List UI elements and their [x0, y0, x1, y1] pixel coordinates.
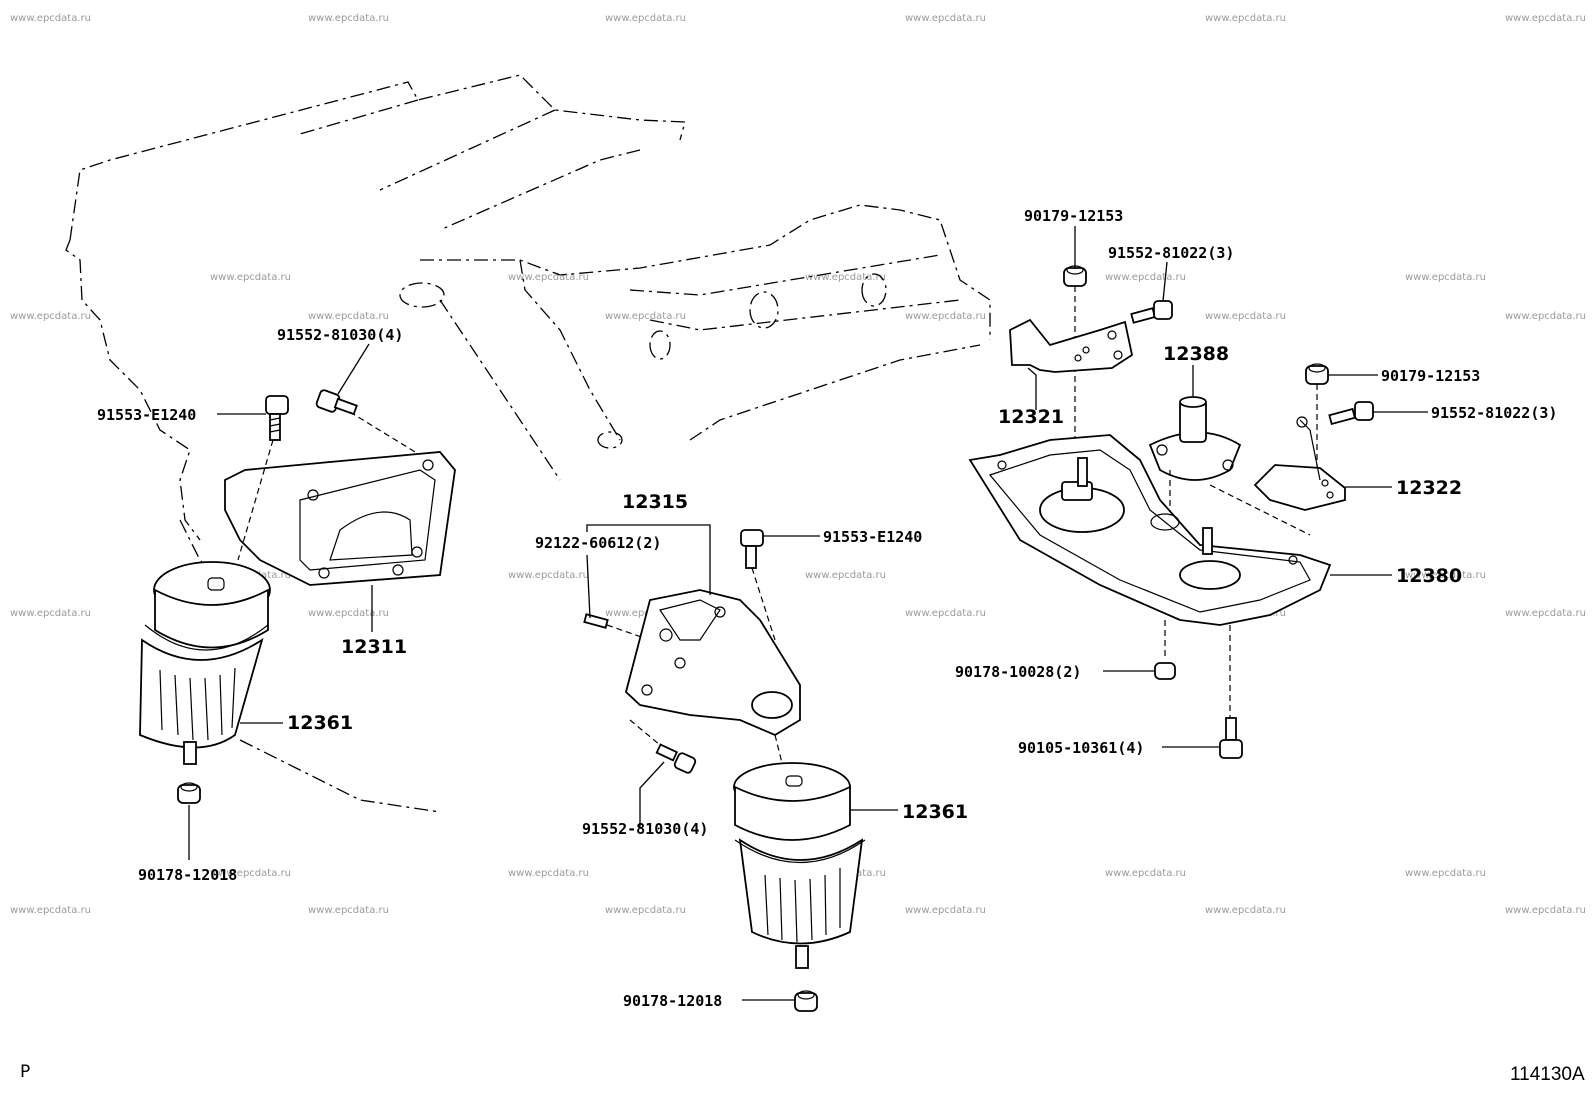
- watermark: www.epcdata.ru: [905, 905, 986, 916]
- bolt-right-side: [1328, 401, 1374, 426]
- watermark: www.epcdata.ru: [10, 311, 91, 322]
- bolt-center-lower: [655, 743, 697, 774]
- callout-12361-center: 12361: [902, 801, 968, 823]
- watermark: www.epcdata.ru: [508, 272, 589, 283]
- callout-91552-81030-left: 91552-81030(4): [277, 326, 403, 344]
- callout-12388: 12388: [1163, 343, 1229, 365]
- watermark: www.epcdata.ru: [1205, 905, 1286, 916]
- watermark: www.epcdata.ru: [308, 311, 389, 322]
- right-mount-assembly: [968, 265, 1374, 759]
- center-mount-assembly: [583, 529, 866, 1012]
- callout-90178-10028: 90178-10028(2): [955, 663, 1081, 681]
- watermark: www.epcdata.ru: [1505, 13, 1586, 24]
- watermark: www.epcdata.ru: [1505, 311, 1586, 322]
- left-mount-assembly: [139, 389, 456, 804]
- watermark: www.epcdata.ru: [308, 905, 389, 916]
- watermark: www.epcdata.ru: [1505, 905, 1586, 916]
- watermark: www.epcdata.ru: [605, 905, 686, 916]
- stopper-12388: [1148, 396, 1242, 481]
- callout-12315: 12315: [622, 491, 688, 513]
- watermark: www.epcdata.ru: [905, 13, 986, 24]
- watermark: www.epcdata.ru: [605, 311, 686, 322]
- callout-92122-60612: 92122-60612(2): [535, 534, 661, 552]
- mount-12361-left: [139, 561, 271, 765]
- watermark: www.epcdata.ru: [805, 570, 886, 581]
- nut-right-side: [1305, 363, 1329, 385]
- watermark: www.epcdata.ru: [605, 608, 686, 619]
- watermark: www.epcdata.ru: [605, 13, 686, 24]
- nut-right-lower: [1154, 662, 1176, 680]
- callout-91552-81022-top: 91552-81022(3): [1108, 244, 1234, 262]
- watermark: www.epcdata.ru: [210, 868, 291, 879]
- nut-center: [794, 990, 818, 1012]
- crossmember-12380: [968, 434, 1332, 626]
- callout-labels: 91553-E1240 91552-81030(4) 12311 12361 9…: [97, 207, 1557, 1010]
- bracket-12321: [1009, 318, 1134, 373]
- watermark: www.epcdata.ru: [308, 13, 389, 24]
- watermark: www.epcdata.ru: [1405, 868, 1486, 879]
- watermark: www.epcdata.ru: [508, 570, 589, 581]
- watermark: www.epcdata.ru: [10, 905, 91, 916]
- watermark: www.epcdata.ru: [1505, 608, 1586, 619]
- nut-right-top: [1063, 265, 1087, 287]
- watermark: www.epcdata.ru: [210, 272, 291, 283]
- watermark: www.epcdata.ru: [10, 608, 91, 619]
- watermark: www.epcdata.ru: [805, 272, 886, 283]
- callout-12311: 12311: [341, 636, 407, 658]
- callout-91553-e1240-center: 91553-E1240: [823, 528, 922, 546]
- watermark: www.epcdata.ru: [10, 13, 91, 24]
- callout-91552-81022-right: 91552-81022(3): [1431, 404, 1557, 422]
- watermark: www.epcdata.ru: [905, 311, 986, 322]
- watermark: www.epcdata.ru: [1105, 272, 1186, 283]
- callout-91552-81030-center: 91552-81030(4): [582, 820, 708, 838]
- watermark: www.epcdata.ru: [508, 868, 589, 879]
- callout-12361-left: 12361: [287, 712, 353, 734]
- corner-mark: P: [20, 1062, 30, 1082]
- callout-90179-12153-right: 90179-12153: [1381, 367, 1480, 385]
- bolt-left-upper: [265, 395, 289, 441]
- bracket-12322: [1253, 416, 1346, 511]
- bolt-right-lower: [1219, 717, 1243, 759]
- bolt-left-angled: [315, 389, 358, 416]
- callout-91553-e1240-left: 91553-E1240: [97, 406, 196, 424]
- watermark: www.epcdata.ru: [1105, 868, 1186, 879]
- watermark: www.epcdata.ru: [1205, 13, 1286, 24]
- nut-left: [177, 782, 201, 804]
- watermark: www.epcdata.ru: [1405, 570, 1486, 581]
- callout-90178-12018-left: 90178-12018: [138, 866, 237, 884]
- callout-12380: 12380: [1396, 565, 1462, 587]
- callout-90105-10361: 90105-10361(4): [1018, 739, 1144, 757]
- watermark: www.epcdata.ru: [1405, 272, 1486, 283]
- leader-lines: [188, 226, 1428, 1001]
- callout-12322: 12322: [1396, 477, 1462, 499]
- watermark: www.epcdata.ru: [905, 608, 986, 619]
- bracket-12315: [624, 589, 801, 737]
- bolt-right-top: [1130, 300, 1173, 324]
- callout-12321: 12321: [998, 406, 1064, 428]
- bracket-12311: [224, 451, 456, 586]
- figure-code: 114130A: [1510, 1064, 1585, 1085]
- callout-90179-12153-top: 90179-12153: [1024, 207, 1123, 225]
- watermark: www.epcdata.ru: [308, 608, 389, 619]
- mount-12361-center: [733, 762, 866, 969]
- bolt-center-upper: [740, 529, 764, 569]
- callout-90178-12018-center: 90178-12018: [623, 992, 722, 1010]
- watermark: www.epcdata.ru: [1205, 311, 1286, 322]
